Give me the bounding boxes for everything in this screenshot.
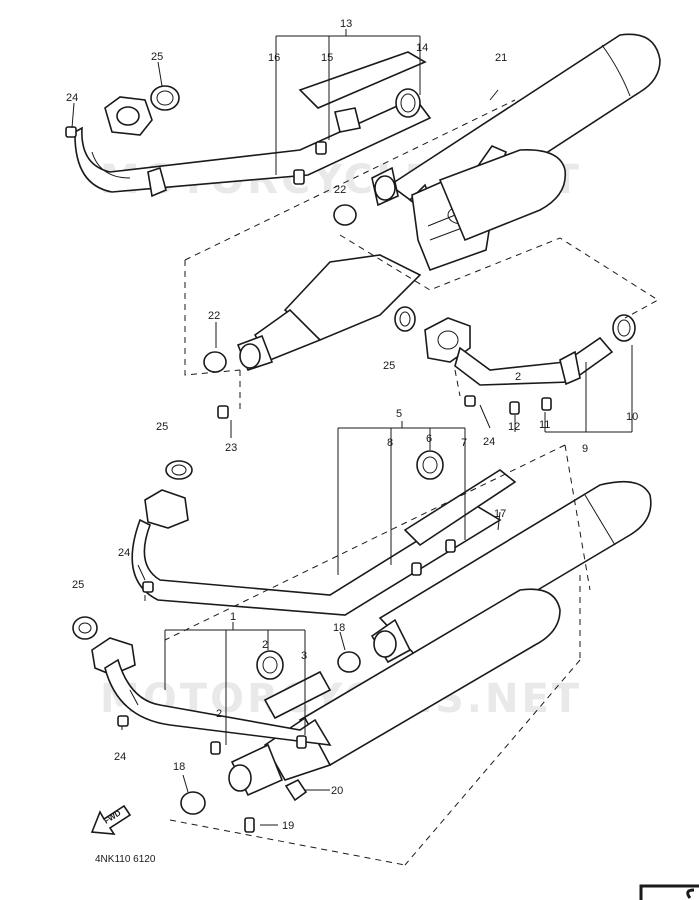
nut-lower-1 xyxy=(142,581,154,593)
callout-21: 21 xyxy=(495,52,507,64)
bolt-16 xyxy=(293,169,305,185)
callout-24-b: 24 xyxy=(483,436,495,448)
callout-19: 19 xyxy=(282,820,294,832)
middle-muffler xyxy=(236,254,422,371)
gasket-ring-lower-1 xyxy=(165,460,193,480)
callout-14: 14 xyxy=(416,42,428,54)
callout-20: 20 xyxy=(331,785,343,797)
bolt-15 xyxy=(315,141,327,155)
diagram-code: 4NK110 6120 xyxy=(95,854,156,865)
callout-23: 23 xyxy=(225,442,237,454)
bolt-11 xyxy=(541,397,552,411)
callout-5: 5 xyxy=(396,408,402,420)
callout-13: 13 xyxy=(340,18,352,30)
nut-right xyxy=(464,395,476,407)
callout-15: 15 xyxy=(321,52,333,64)
gasket-ring-lower-2 xyxy=(72,616,98,640)
gasket-ring-top xyxy=(150,85,180,111)
nut-20 xyxy=(284,778,308,802)
callout-24-c: 24 xyxy=(118,547,130,559)
corner-box-fragment xyxy=(639,884,699,900)
nut-lower-2 xyxy=(117,715,129,727)
callout-25-d: 25 xyxy=(72,579,84,591)
collar-18-low xyxy=(180,791,206,815)
collar-18-mid xyxy=(337,651,361,673)
collar-22-mid xyxy=(203,351,227,373)
callout-18-a: 18 xyxy=(333,622,345,634)
callout-22-a: 22 xyxy=(334,184,346,196)
bolt-23 xyxy=(217,405,229,419)
collar-10 xyxy=(612,314,636,342)
callout-2-a: 2 xyxy=(515,371,521,383)
front-lower-exhaust-pipe xyxy=(91,637,332,746)
callout-22-b: 22 xyxy=(208,310,220,322)
callout-18-b: 18 xyxy=(173,761,185,773)
callout-1: 1 xyxy=(230,611,236,623)
callout-3: 3 xyxy=(301,650,307,662)
leader-lines xyxy=(71,29,633,826)
callout-25-b: 25 xyxy=(383,360,395,372)
callout-6: 6 xyxy=(426,433,432,445)
callout-7: 7 xyxy=(461,437,467,449)
callout-25-c: 25 xyxy=(156,421,168,433)
collar-2 xyxy=(256,650,284,680)
bolt-12 xyxy=(509,401,520,415)
callout-9: 9 xyxy=(582,443,588,455)
callout-2-b: 2 xyxy=(262,639,268,651)
lower-muffler xyxy=(228,480,652,797)
collar-22-top xyxy=(333,204,357,226)
callout-25-a: 25 xyxy=(151,51,163,63)
gasket-ring-right xyxy=(394,306,416,332)
callout-11: 11 xyxy=(539,419,550,431)
lower-rear-exhaust-pipe xyxy=(131,469,517,616)
fwd-arrow: FWD xyxy=(90,804,132,835)
callout-8: 8 xyxy=(387,437,393,449)
callout-12: 12 xyxy=(508,421,520,433)
callout-16: 16 xyxy=(268,52,280,64)
bolt-lower-3 xyxy=(296,735,307,749)
bolt-19 xyxy=(244,817,255,833)
callout-10: 10 xyxy=(626,411,638,423)
bolt-8 xyxy=(411,562,422,576)
front-right-exhaust-pipe xyxy=(424,317,614,386)
bolt-7 xyxy=(445,539,456,553)
upper-muffler xyxy=(371,33,661,272)
upper-rear-exhaust-pipe-assembly xyxy=(74,51,432,198)
bolt-lower-2 xyxy=(210,741,221,755)
nut-top xyxy=(65,126,77,138)
callout-24-a: 24 xyxy=(66,92,78,104)
callout-24-d: 24 xyxy=(114,751,126,763)
clamp-16 xyxy=(334,107,361,133)
callout-2-c: 2 xyxy=(216,708,222,720)
callout-17: 17 xyxy=(494,508,506,520)
grouping-lines xyxy=(144,99,659,866)
collar-6 xyxy=(416,450,444,480)
collar-14 xyxy=(395,88,421,118)
callout-labels: 13 16 15 14 21 25 24 22 22 25 23 5 8 6 7… xyxy=(66,18,638,832)
